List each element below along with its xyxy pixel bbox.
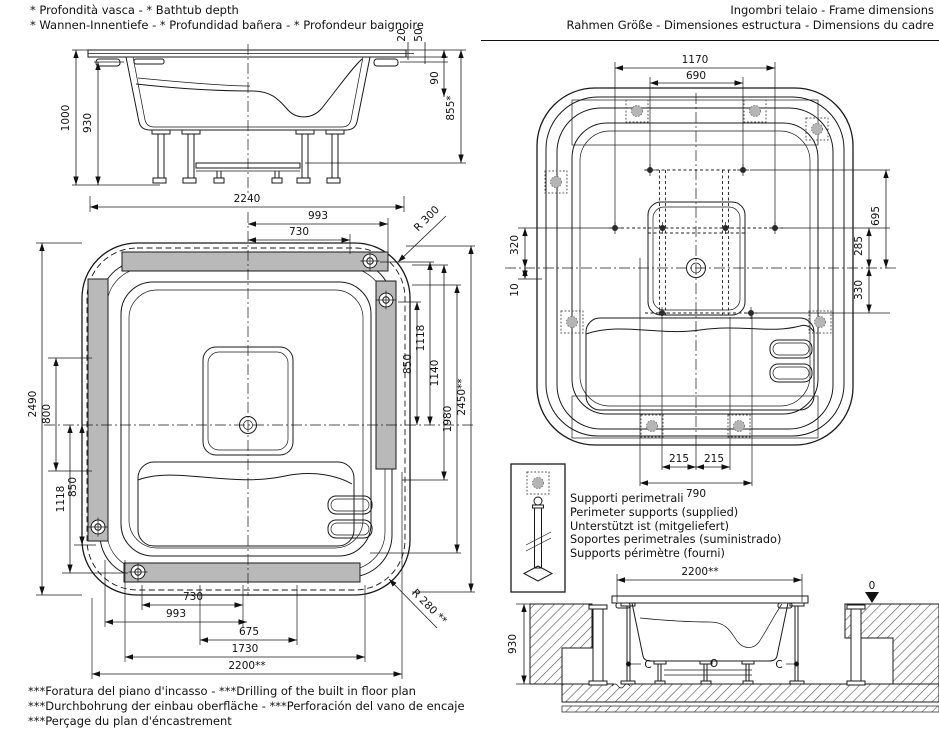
pillow-icon [327,495,373,539]
dim-label-20: 20 [396,28,408,41]
dim-label-2200-section: 2200** [681,566,718,578]
dim-label-215a: 215 [669,453,689,465]
tub-section [611,595,809,685]
dim-label-790: 790 [686,488,706,500]
dim-label-1140: 1140 [429,360,441,387]
support-bar-left [87,278,109,542]
dim-label-10: 10 [509,283,521,296]
c-right-marker [794,661,799,667]
frame-dimensions-view: 1170 690 695 285 330 320 10 215 [505,54,897,500]
dim-label-215b: 215 [704,453,724,465]
support-bar-right [375,280,397,470]
header-divider [481,40,939,41]
lounger-pan [137,461,355,547]
dim-label-1000: 1000 [60,105,72,132]
dim-label-330: 330 [853,280,865,300]
lounger-pan [585,317,815,411]
lower-slab-hatch [561,705,939,713]
drilling-footnote-line3: ***Perçage du plan d'éncastrement [28,714,232,728]
support-pad-icon [625,99,649,123]
c-left-marker [626,661,631,667]
dim-label-855: 855* [445,95,457,120]
dim-label-850-right: 850 [402,354,414,374]
plan-drilling-view: 993 730 R 300 850 1118 1140 1980 2450** [27,204,475,679]
frame-screw-icon [719,221,732,235]
floor-slab-hatch [561,683,939,703]
dim-label-2490: 2490 [27,391,39,418]
support-pad-icon [526,471,550,495]
support-pad-icon [743,99,767,123]
support-pad-icon [640,414,664,438]
dim-label-993-bottom: 993 [166,608,186,620]
perimeter-supports-legend-text: Supporti perimetrali Perimeter supports … [570,492,781,561]
dim-label-2200-plan: 2200** [228,660,265,672]
legend-line4: Soportes perimetrales (suministrado) [570,533,782,547]
drilling-footnote: ***Foratura del piano d'incasso - ***Dri… [28,684,465,729]
bathtub-depth-note: * Profondità vasca - * Bathtub depth * W… [30,3,424,33]
legend-line2: Perimeter supports (supplied) [570,505,739,519]
dim-label-850-left: 850 [67,477,79,497]
dim-label-2240: 2240 [234,193,261,205]
bathtub-depth-note-line1: * Profondità vasca - * Bathtub depth [30,3,239,17]
dim-label-993-top: 993 [308,210,328,222]
support-bar-top [121,251,389,272]
dim-label-90: 90 [429,71,441,84]
zero-level-label: 0 [869,580,876,592]
c-support-rods [620,602,805,685]
dim-label-930: 930 [82,113,94,133]
dim-label-800: 800 [41,404,53,424]
seat-outline [202,346,294,456]
dim-label-1118-right: 1118 [415,325,427,352]
dim-label-320: 320 [509,235,521,255]
support-pad-icon [805,117,829,141]
pillow-icon [769,339,813,383]
dim-label-2450: 2450** [456,378,468,415]
dim-label-690: 690 [686,70,706,82]
legend-line5: Supports périmètre (fourni) [570,547,725,561]
dim-label-285: 285 [853,236,865,256]
frame-dimensions-title: Ingombri telaio - Frame dimensions Rahme… [566,3,934,33]
frame-screw-icon [656,221,669,235]
support-bar-bottom [123,562,361,583]
dim-label-r280: R 280 ** [409,587,449,627]
perimeter-support-pillar [588,604,866,686]
dim-label-1730: 1730 [232,643,259,655]
legend-line1: Supporti perimetrali [570,492,684,505]
dim-label-1170: 1170 [682,54,709,66]
dim-label-r300: R 300 [412,204,442,234]
adjustable-foot-icon [522,496,554,582]
bathtub-depth-note-line2: * Wannen-Innentiefe - * Profundidad bañe… [30,18,424,32]
c-left-label: C [644,659,651,671]
dim-label-730-top: 730 [289,226,309,238]
c-right-label: C [775,659,782,671]
dim-label-1980: 1980 [442,406,454,433]
frame-dimensions-title-line1: Ingombri telaio - Frame dimensions [730,3,934,17]
frame-screw-icon [744,306,758,320]
zero-level-marker-icon [865,592,879,603]
dim-label-730-bottom: 730 [183,591,203,603]
support-frame-legs [151,129,345,184]
dim-label-675: 675 [239,626,259,638]
installation-section-view: 2200** 0 [507,566,939,713]
legend-line3: Unterstützt ist (mitgeliefert) [570,519,730,533]
side-elevation-view: 1000 930 20 50 90 855* 2240 [60,28,466,212]
support-pad-icon [727,414,751,438]
left-wall-hatch [529,603,593,685]
dim-label-930-section: 930 [507,634,519,654]
frame-dimensions-title-line2: Rahmen Größe - Dimensiones estructura - … [566,18,934,32]
perimeter-support-legend [510,463,566,593]
o-center-label: O [710,658,718,670]
dim-label-50: 50 [413,28,425,41]
dim-label-1118-left: 1118 [55,486,67,513]
drilling-footnote-line1: ***Foratura del piano d'incasso - ***Dri… [28,684,416,698]
seat-outline [647,201,746,316]
dim-label-695: 695 [870,206,882,226]
support-pad-icon [544,170,568,194]
drilling-footnote-line2: ***Durchbohrung der einbau oberfläche - … [28,699,465,713]
